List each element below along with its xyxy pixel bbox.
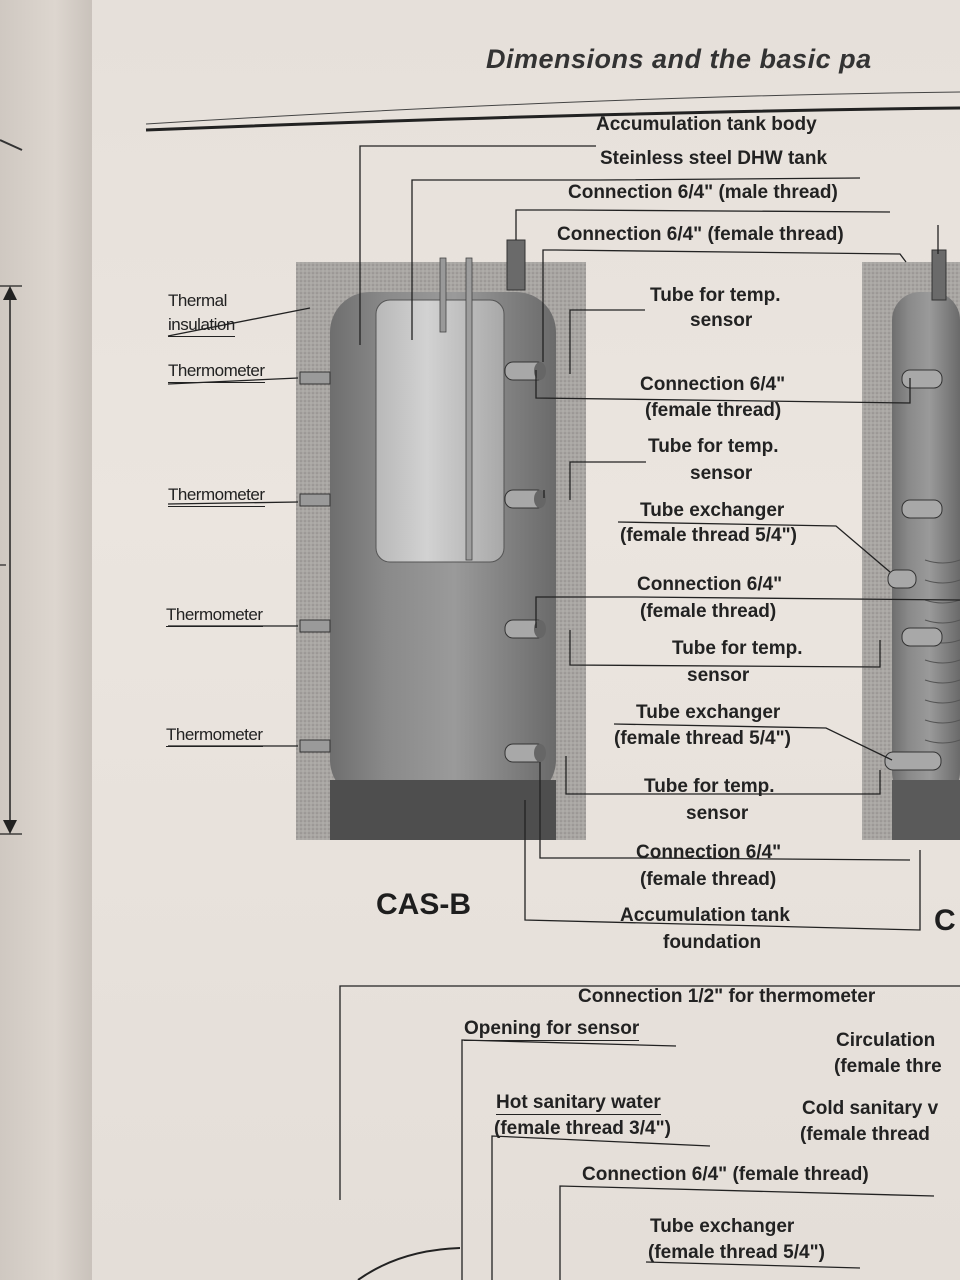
- second-tank: [862, 249, 960, 840]
- label-connection-2-sub: (female thread): [645, 400, 782, 421]
- label-circulation-sub: (female thre: [834, 1056, 942, 1077]
- page-title: Dimensions and the basic pa: [486, 44, 872, 74]
- label-tube-exchanger-1: Tube exchanger: [640, 500, 785, 521]
- label-thermometer-1: Thermometer: [168, 360, 265, 383]
- label-tube-temp-2-sub: sensor: [690, 463, 753, 484]
- label-connection-bottom: Connection 6/4" (female thread): [582, 1164, 869, 1185]
- model-label-cas-b: CAS-B: [376, 888, 471, 921]
- label-tube-exchanger-bottom-sub: (female thread 5/4"): [648, 1242, 825, 1263]
- label-opening-sensor: Opening for sensor: [464, 1018, 640, 1041]
- label-thermal: Thermal: [168, 291, 227, 310]
- label-cold-water: Cold sanitary v: [802, 1098, 939, 1119]
- label-tube-exchanger-1-sub: (female thread 5/4"): [620, 525, 797, 546]
- label-dhw-tank: Steinless steel DHW tank: [600, 148, 828, 169]
- label-tube-temp-3-sub: sensor: [687, 665, 750, 686]
- cas-b-tank: [296, 239, 586, 840]
- label-tank-foundation-sub: foundation: [663, 932, 762, 953]
- label-connection-male: Connection 6/4" (male thread): [568, 182, 838, 203]
- label-tube-temp-4: Tube for temp.: [644, 776, 775, 797]
- label-cold-water-sub: (female thread: [800, 1124, 930, 1145]
- label-hot-water: Hot sanitary water: [496, 1092, 661, 1115]
- label-connection-3: Connection 6/4": [637, 574, 783, 595]
- label-hot-water-sub: (female thread 3/4"): [494, 1118, 671, 1139]
- header-rule: [145, 91, 960, 132]
- label-tube-exchanger-bottom: Tube exchanger: [650, 1216, 795, 1237]
- left-page-markings: [0, 139, 23, 835]
- left-page: [0, 0, 92, 1280]
- label-tank-foundation: Accumulation tank: [620, 905, 790, 926]
- label-tube-temp-1-sub: sensor: [690, 310, 753, 331]
- model-label-right: C: [934, 904, 956, 937]
- label-thermometer-2: Thermometer: [168, 484, 265, 507]
- label-tube-exchanger-2-sub: (female thread 5/4"): [614, 728, 791, 749]
- leader-lines: [167, 145, 960, 1280]
- label-connection-female: Connection 6/4" (female thread): [557, 224, 844, 245]
- top-connection: [506, 239, 526, 291]
- thermometer-ports: [299, 371, 331, 753]
- label-connection-3-sub: (female thread): [640, 601, 777, 622]
- label-tube-temp-4-sub: sensor: [686, 803, 749, 824]
- dhw-tank: [375, 299, 505, 563]
- label-thermometer-4: Thermometer: [166, 724, 263, 747]
- label-tube-temp-1: Tube for temp.: [650, 285, 781, 306]
- label-connection-half: Connection 1/2" for thermometer: [578, 986, 876, 1007]
- label-connection-2: Connection 6/4": [640, 374, 786, 395]
- label-tube-exchanger-2: Tube exchanger: [636, 702, 781, 723]
- label-accumulation-tank-body: Accumulation tank body: [596, 114, 817, 135]
- label-insulation: insulation: [168, 314, 235, 337]
- label-connection-4-sub: (female thread): [640, 869, 777, 890]
- label-circulation: Circulation: [836, 1030, 936, 1051]
- label-connection-4: Connection 6/4": [636, 842, 782, 863]
- dhw-pipe-2: [465, 257, 473, 561]
- side-connections: [504, 361, 546, 763]
- dhw-pipe-1: [439, 257, 447, 333]
- tank-foundation: [330, 780, 556, 840]
- label-tube-temp-3: Tube for temp.: [672, 638, 803, 659]
- label-thermometer-3: Thermometer: [166, 604, 263, 627]
- label-tube-temp-2: Tube for temp.: [648, 436, 779, 457]
